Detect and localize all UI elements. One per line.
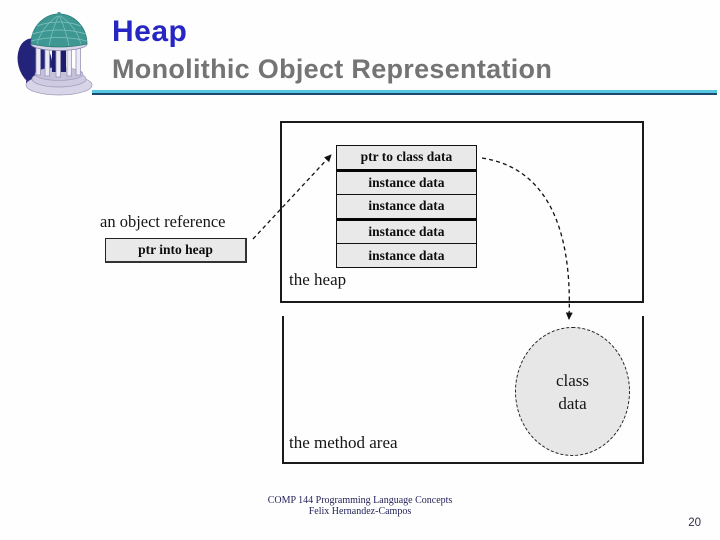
object-row-instance-data: instance data <box>337 172 476 196</box>
class-data-label-line1: class <box>555 370 590 390</box>
class-data-ellipse: class data <box>515 327 630 456</box>
class-data-label-line2: data <box>558 393 587 413</box>
footer-author: Felix Hernandez-Campos <box>308 506 412 517</box>
method-area-label: the method area <box>289 433 398 452</box>
footer-course: COMP 144 Programming Language Concepts <box>267 495 453 506</box>
object-record: ptr to class data instance data instance… <box>336 145 477 268</box>
object-reference-label: an object reference <box>100 212 226 231</box>
object-row-instance-data: instance data <box>337 195 476 221</box>
page-subtitle: Monolithic Object Representation <box>112 54 553 84</box>
title-divider <box>92 90 717 95</box>
page-title: Heap <box>112 15 188 48</box>
slide-footer: COMP 144 Programming Language Concepts F… <box>0 495 720 517</box>
method-area-box <box>282 316 644 464</box>
object-row-instance-data: instance data <box>337 221 476 245</box>
divider-dark-band <box>92 93 717 95</box>
object-row-instance-data: instance data <box>368 247 445 263</box>
heap-area-label: the heap <box>289 270 347 289</box>
divider-light-band <box>92 90 717 93</box>
ptr-into-heap-box: ptr into heap <box>105 238 247 263</box>
page-number: 20 <box>688 517 701 529</box>
unc-old-well-logo <box>17 12 93 96</box>
object-row-ptr-to-class-data: ptr to class data <box>337 146 476 172</box>
